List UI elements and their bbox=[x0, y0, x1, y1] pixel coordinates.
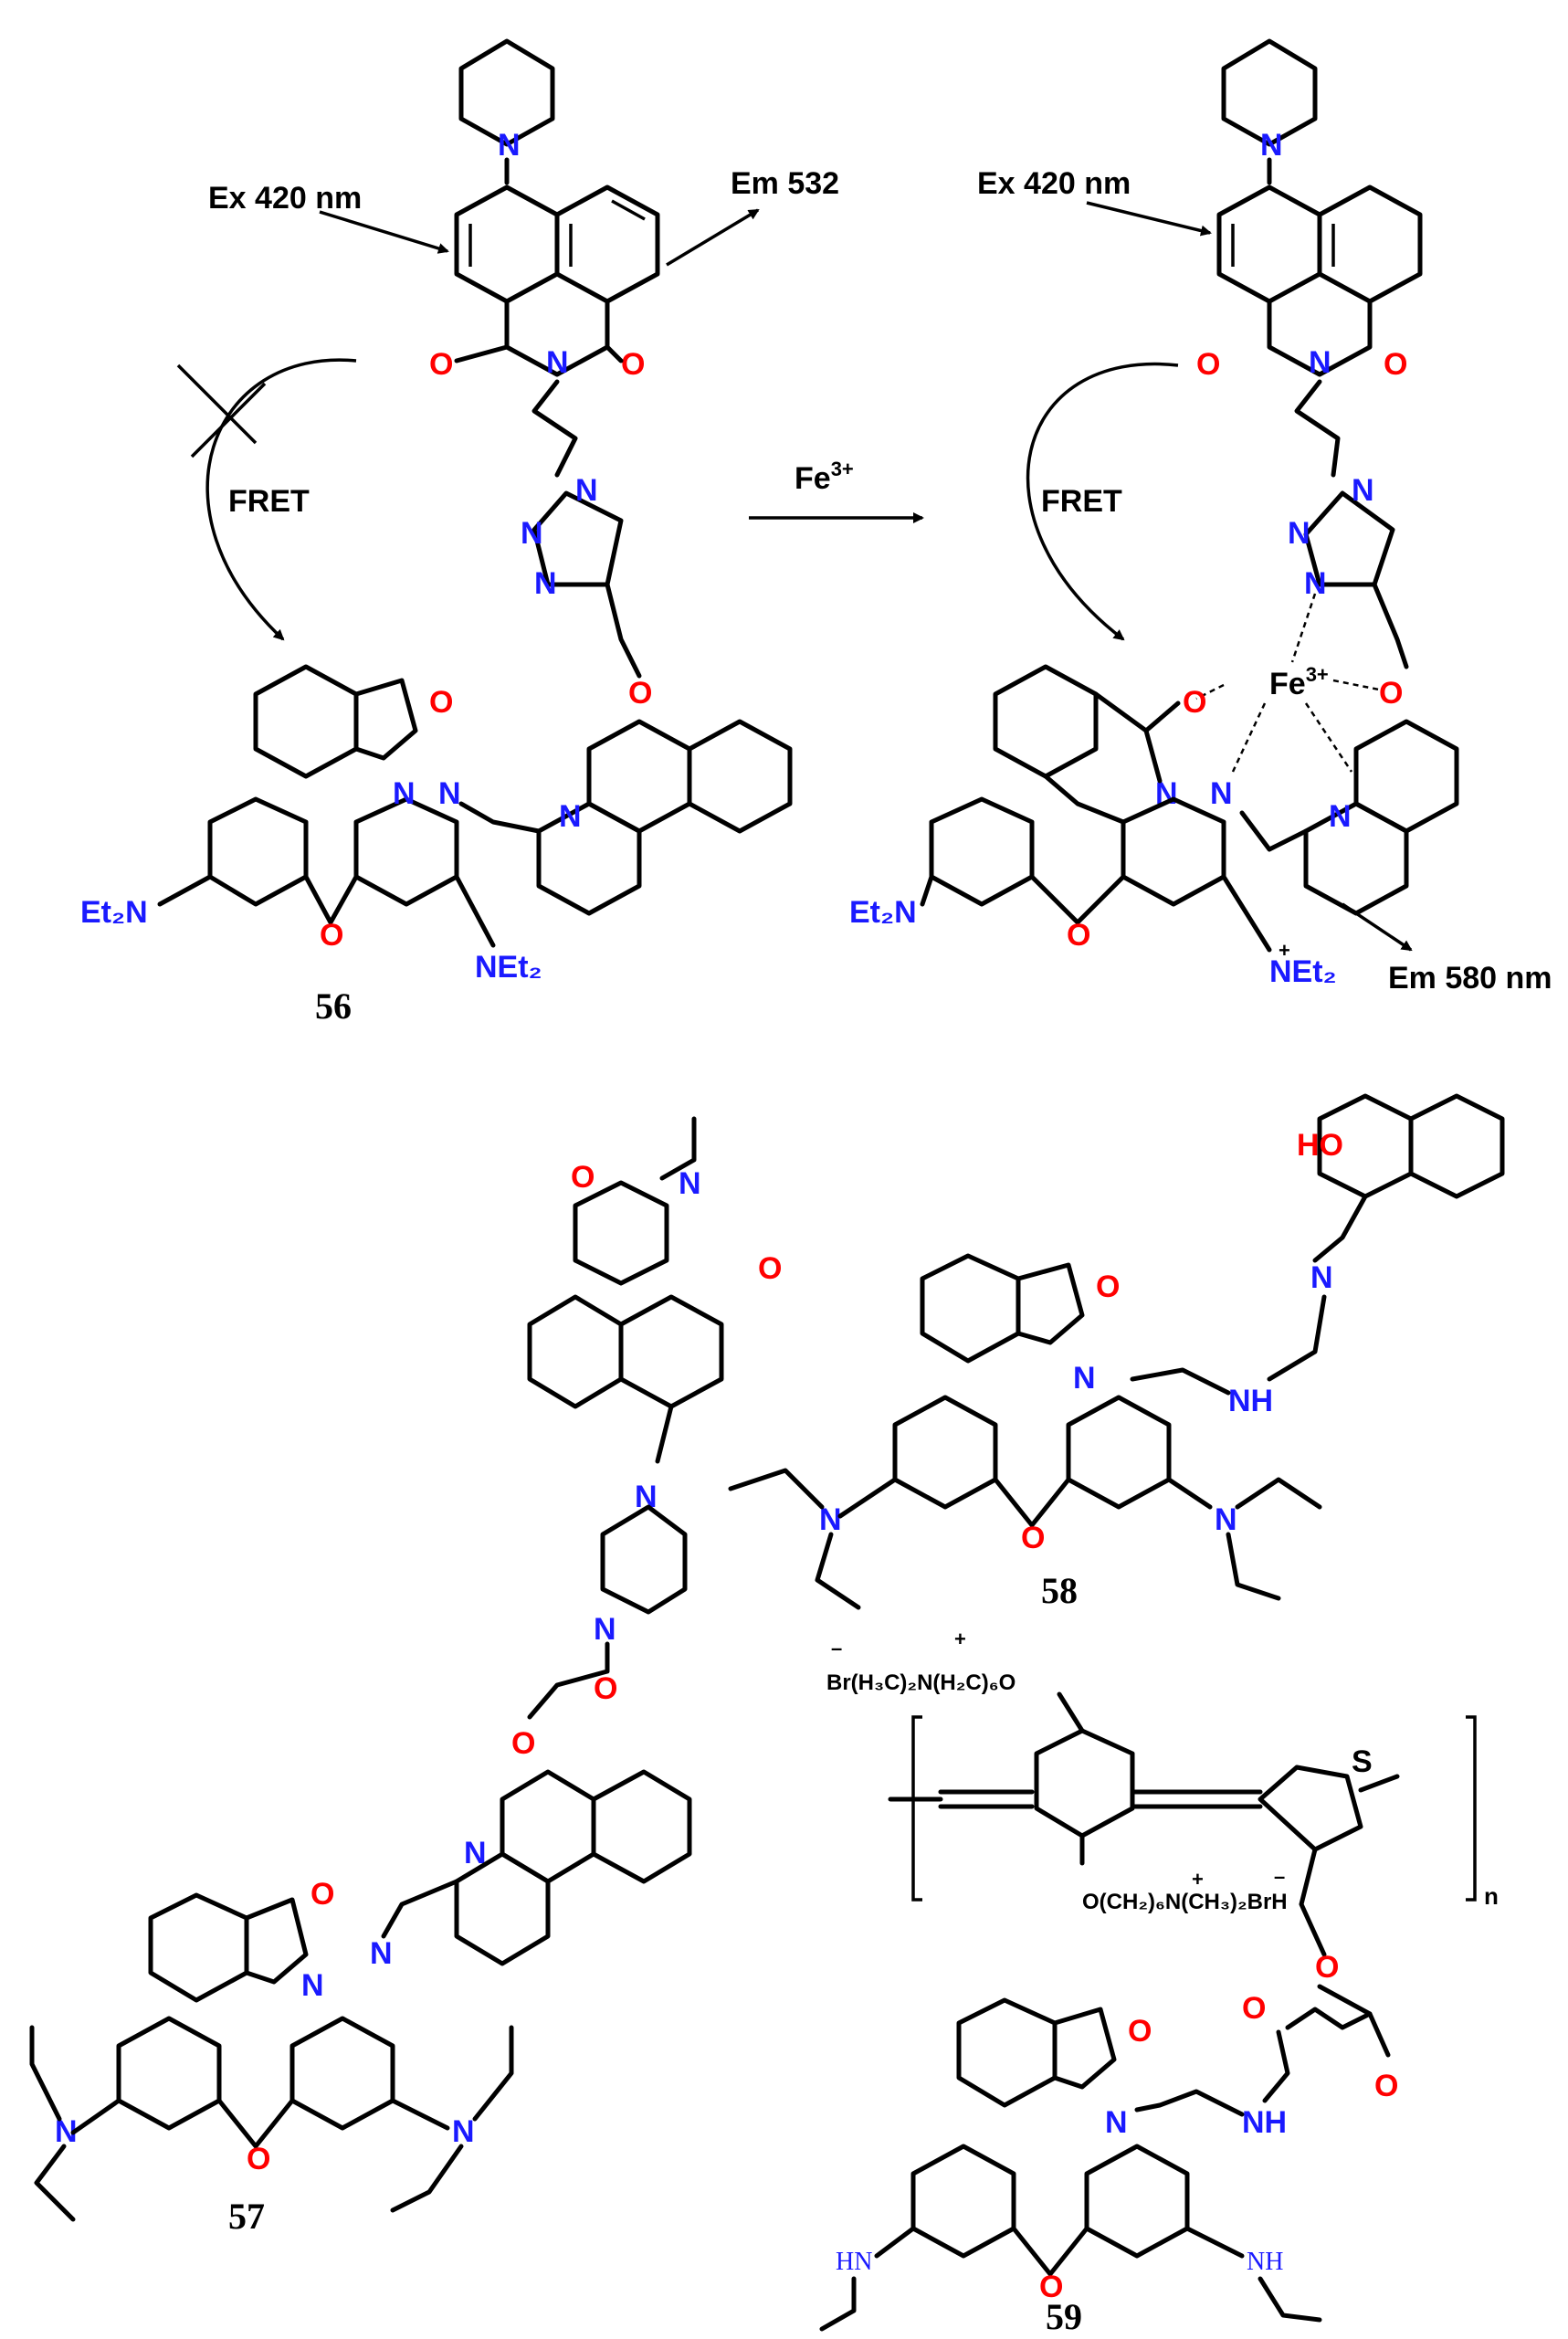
c59-bottom-side-chain: O(CH₂)₆N(CH₃)₂BrH bbox=[1082, 1890, 1288, 1914]
c58-hydroxyl: HO bbox=[1297, 1128, 1343, 1163]
c59-top-minus: – bbox=[831, 1637, 842, 1659]
piperidine-nitrogen: N bbox=[498, 128, 521, 163]
xanthene-oxygen-56: O bbox=[320, 918, 343, 953]
complex-imide-nitrogen: N bbox=[1309, 345, 1331, 380]
rhodamine-spirolactam-56 bbox=[207, 664, 459, 925]
complex-quinoline-nitrogen: N bbox=[1329, 799, 1352, 834]
c59-repeat-n: n bbox=[1484, 1882, 1499, 1910]
fret-blocked-cross-1 bbox=[176, 363, 258, 445]
imide-oxygen-left: O bbox=[429, 347, 453, 382]
compound-57-structure: O N O N N O O N N O N O N N bbox=[29, 1116, 782, 2222]
c57-imine-nitrogen: N bbox=[370, 1936, 393, 1971]
diethylamine-left-56: Et₂N bbox=[80, 895, 148, 930]
c59-bottom-minus: – bbox=[1274, 1865, 1285, 1888]
reagent-label: Fe3+ bbox=[795, 458, 854, 496]
lactam-nitrogen-56: N bbox=[393, 776, 416, 811]
c57-ether-oxygen: O bbox=[511, 1726, 535, 1761]
c57-lactam-nitrogen: N bbox=[301, 1968, 324, 2003]
fret-blocked-cross-2 bbox=[190, 382, 267, 458]
imine-nitrogen: N bbox=[438, 776, 461, 811]
c59-thiophene-sulfur: S bbox=[1352, 1744, 1373, 1779]
emission-arrow-left bbox=[666, 208, 760, 267]
ether-oxygen: O bbox=[628, 676, 652, 711]
c59-top-side-chain: Br(H₃C)₂N(H₂C)₆O bbox=[826, 1670, 1016, 1695]
quinoline-nitrogen: N bbox=[559, 799, 582, 834]
complex-triazole-n2: N bbox=[1288, 516, 1310, 551]
complex-iminium-right: NEt₂ bbox=[1269, 954, 1337, 989]
c59-lactam-oxygen: O bbox=[1128, 2014, 1152, 2049]
compound-59-label: 59 bbox=[1046, 2296, 1082, 2337]
c59-lactam-nitrogen: N bbox=[1105, 2105, 1128, 2140]
compound-57-label: 57 bbox=[228, 2196, 265, 2237]
imide-nitrogen: N bbox=[546, 345, 569, 380]
c58-amine-right: N bbox=[1215, 1502, 1237, 1537]
c59-xanthene-oxygen: O bbox=[1039, 2270, 1063, 2304]
c57-imide-nitrogen: N bbox=[679, 1166, 701, 1201]
c59-amide-nh: NH bbox=[1242, 2105, 1287, 2140]
c57-xanthene-oxygen: O bbox=[247, 2142, 270, 2176]
complex-enolate-oxygen: O bbox=[1183, 685, 1206, 720]
complex-xanthene-oxygen: O bbox=[1067, 918, 1090, 953]
c59-amine-right: NH bbox=[1247, 2248, 1283, 2276]
piperidine-ring bbox=[458, 38, 555, 147]
c58-lactam-nitrogen: N bbox=[1073, 1361, 1096, 1396]
complex-diethylamine-left: Et₂N bbox=[849, 895, 917, 930]
c57-lactam-oxygen: O bbox=[310, 1877, 334, 1912]
triazole-n1: N bbox=[575, 473, 598, 508]
diethylamine-right-56: NEt₂ bbox=[475, 950, 542, 985]
emission-label-right: Em 580 nm bbox=[1388, 961, 1552, 996]
triazole-ring bbox=[531, 490, 624, 587]
excitation-arrow-left bbox=[319, 210, 449, 254]
compound-56-structure: N O O N N N N O N N bbox=[80, 38, 793, 985]
excitation-label-left: Ex 420 nm bbox=[208, 181, 362, 216]
fret-arc-left bbox=[205, 358, 357, 641]
c59-bracket-right bbox=[1466, 1715, 1477, 1902]
triazole-n3: N bbox=[534, 566, 557, 601]
compound-56-label: 56 bbox=[315, 985, 352, 1027]
c58-lactam-oxygen: O bbox=[1096, 1270, 1120, 1304]
fret-arc-right bbox=[1026, 362, 1179, 641]
c59-amine-left: HN bbox=[836, 2248, 872, 2276]
c57-imide-oxygen-right: O bbox=[758, 1251, 782, 1286]
c59-top-plus: + bbox=[954, 1628, 966, 1650]
c57-amine-right: N bbox=[452, 2114, 475, 2149]
c59-ester-carbonyl-oxygen: O bbox=[1374, 2069, 1398, 2103]
complex-triazole-n1: N bbox=[1352, 473, 1374, 508]
emission-label-left: Em 532 bbox=[731, 166, 839, 201]
triazole-n2: N bbox=[521, 516, 543, 551]
iron-center: Fe3+ bbox=[1269, 663, 1329, 701]
fret-label-left: FRET bbox=[228, 484, 310, 519]
complex-imine-nitrogen-1: N bbox=[1210, 776, 1233, 811]
c58-xanthene-oxygen: O bbox=[1021, 1521, 1045, 1555]
c58-amine-nh: NH bbox=[1228, 1384, 1273, 1418]
complex-56-fe-structure: N O O N N N N O Fe3+ N N N O bbox=[849, 38, 1459, 989]
complex-ether-oxygen: O bbox=[1379, 676, 1403, 711]
compound-59-structure: – + Br(H₃C)₂N(H₂C)₆O n S O(CH₂)₆N(CH₃)₂B… bbox=[819, 1628, 1499, 2332]
complex-imide-oxygen-right: O bbox=[1384, 347, 1407, 382]
complex-imide-oxygen-left: O bbox=[1196, 347, 1220, 382]
complex-piperidine-nitrogen: N bbox=[1260, 128, 1283, 163]
c59-bottom-plus: + bbox=[1192, 1868, 1204, 1891]
naphthalimide-core bbox=[454, 184, 660, 377]
c57-piperazine-n2: N bbox=[594, 1612, 616, 1647]
iminium-plus-charge: + bbox=[1279, 939, 1290, 962]
c59-ester-oxygen: O bbox=[1315, 1950, 1339, 1985]
lactam-oxygen-56: O bbox=[429, 685, 453, 720]
fret-label-right: FRET bbox=[1041, 484, 1122, 519]
imide-oxygen-right: O bbox=[621, 347, 645, 382]
c58-imine-nitrogen: N bbox=[1310, 1260, 1333, 1295]
emission-arrow-right bbox=[1342, 902, 1413, 952]
compound-58-structure: HO N NH O N O N N bbox=[728, 1093, 1505, 1610]
c59-bracket-left bbox=[911, 1715, 922, 1902]
c59-amide-oxygen: O bbox=[1242, 1991, 1266, 2026]
compound-58-label: 58 bbox=[1041, 1570, 1078, 1611]
excitation-label-right: Ex 420 nm bbox=[977, 166, 1131, 201]
c57-amide-oxygen: O bbox=[594, 1671, 617, 1706]
excitation-arrow-right bbox=[1086, 201, 1212, 237]
c57-imide-oxygen-top: O bbox=[571, 1160, 595, 1195]
